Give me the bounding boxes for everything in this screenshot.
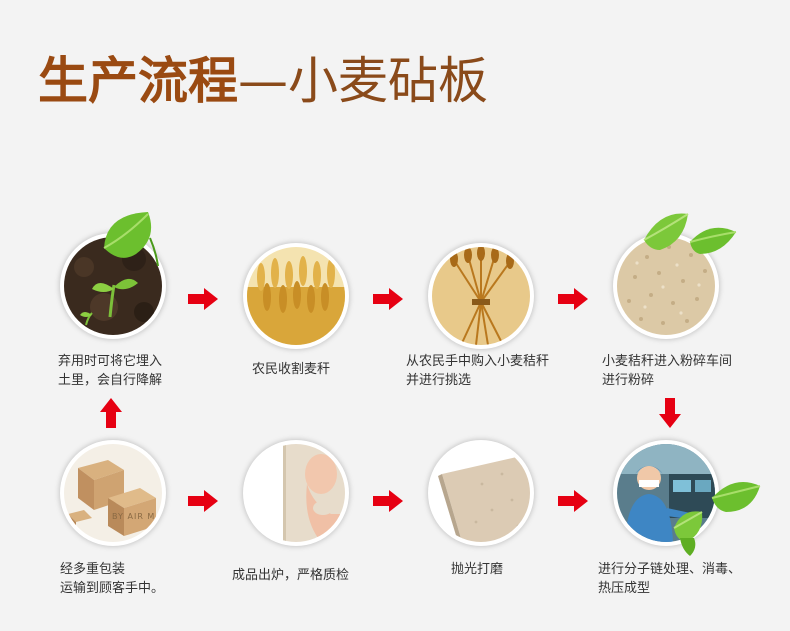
- title-main: 生产流程: [38, 52, 238, 110]
- step-label-inspection: 成品出炉，严格质检: [232, 568, 350, 583]
- arrow-right-icon: [558, 288, 588, 310]
- step-wheat-bundle-image: [428, 243, 534, 349]
- step-label-harvest: 农民收割麦秆: [252, 362, 331, 377]
- step-label-processing: 进行分子链处理、消毒、 热压成型: [598, 562, 742, 596]
- step-label-polishing: 抛光打磨: [451, 562, 504, 577]
- arrow-right-icon: [188, 490, 218, 512]
- arrow-down-icon: [659, 398, 681, 428]
- box-print-text: BY AIR M: [112, 512, 156, 521]
- arrow-right-icon: [188, 288, 218, 310]
- step-label-decompose: 弃用时可将它埋入 土里，会自行降解: [58, 354, 163, 388]
- arrow-right-icon: [373, 288, 403, 310]
- step-label-purchase: 从农民手中购入小麦秸秆 并进行挑选: [406, 354, 550, 388]
- arrow-right-icon: [373, 490, 403, 512]
- step-factory-processing-image: [613, 440, 719, 546]
- step-label-grinding: 小麦秸秆进入粉碎车间 进行粉碎: [602, 354, 733, 388]
- arrow-up-icon: [100, 398, 122, 428]
- leaf-decoration-icon: [103, 212, 159, 267]
- leaf-decoration-icon: [643, 213, 737, 254]
- step-wheat-field-image: [243, 243, 349, 349]
- step-polishing-image: [428, 440, 534, 546]
- page-title: 生产流程—小麦砧板: [38, 48, 488, 114]
- arrow-right-icon: [558, 490, 588, 512]
- step-packaging-boxes-image: [60, 440, 166, 546]
- step-label-shipping: 经多重包装 运输到顾客手中。: [60, 562, 165, 596]
- leaf-decoration-icon: [673, 482, 761, 556]
- title-sub: —小麦砧板: [238, 52, 488, 110]
- step-finished-board-image: [243, 440, 349, 546]
